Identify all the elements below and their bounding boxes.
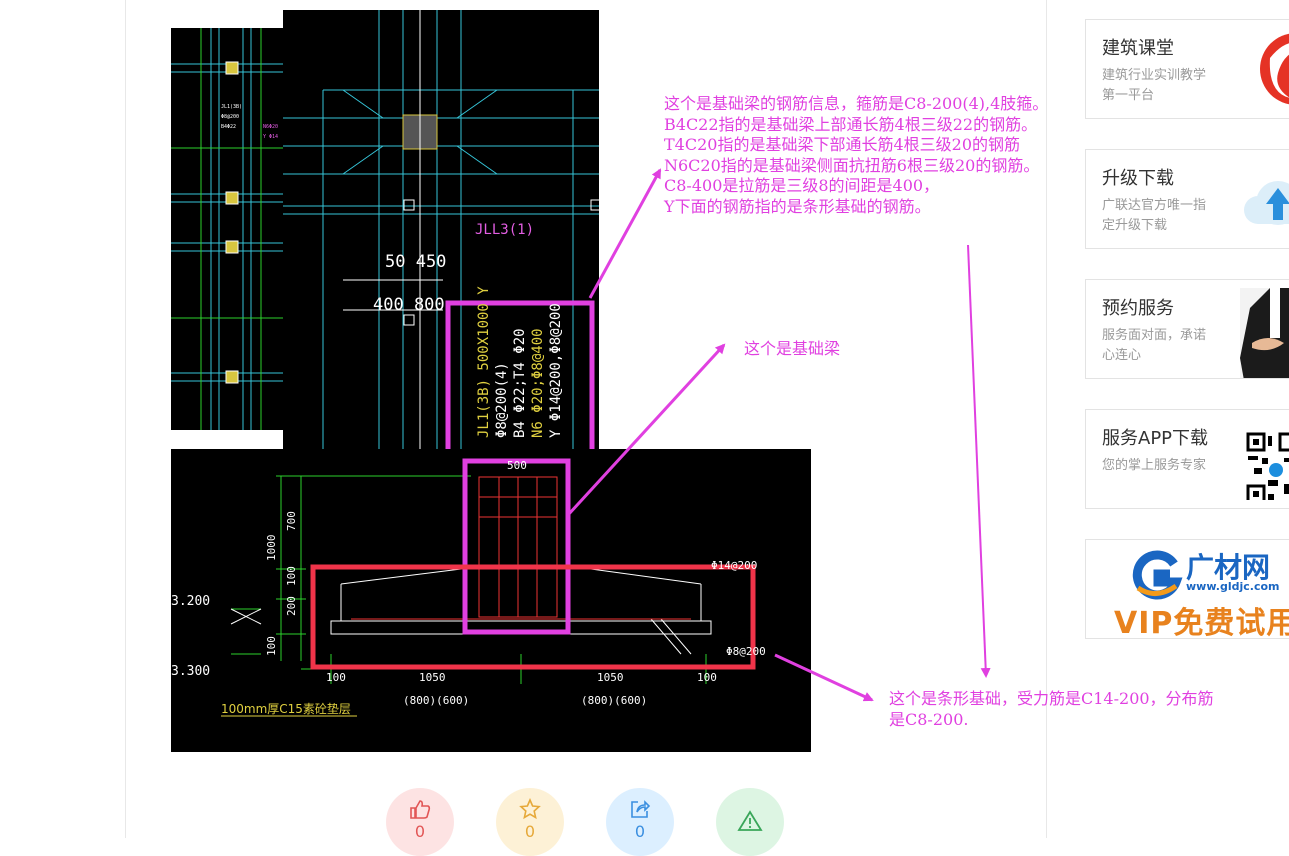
cad-section-drawing: 700 1000 100 200 100 500 3.200 3.300 Φ14…	[171, 458, 766, 717]
annotation-rebar-info: 这个是基础梁的钢筋信息，箍筋是C8-200(4),4肢箍。 B4C22指的是基础…	[664, 94, 1048, 217]
banner-slogan: VIP免费试用	[1114, 606, 1289, 639]
annotation-strip-footing: 这个是条形基础，受力筋是C14-200，分布筋 是C8-200.	[889, 689, 1214, 730]
card-desc: 服务面对面，承诺心连心	[1102, 328, 1207, 363]
share-icon	[631, 800, 651, 818]
cad-label-line-2: Φ8@200(4)	[494, 362, 510, 438]
card-title: 预约服务	[1102, 298, 1174, 319]
cad-plan-main-drawing: JLL3(1) 50 450 400 800 JL1(3B) 500X1000 …	[283, 10, 599, 450]
svg-text:Φ8@200: Φ8@200	[221, 114, 239, 120]
sidebar-card-appointment[interactable]: 预约服务 服务面对面，承诺心连心	[1085, 279, 1289, 379]
cad-section: 700 1000 100 200 100 500 3.200 3.300 Φ14…	[171, 449, 811, 752]
cad-elev-top: 3.200	[171, 594, 210, 609]
svg-text:JL1(3B): JL1(3B)	[221, 104, 242, 110]
like-button[interactable]: 0	[386, 788, 454, 856]
sidebar-card-upgrade[interactable]: 升级下载 广联达官方唯一指定升级下载	[1085, 149, 1289, 249]
cad-beam-code: JLL3(1)	[475, 222, 534, 238]
content-right-border	[1046, 0, 1047, 838]
qr-code-icon	[1246, 432, 1289, 500]
cad-dim-100-b: 100	[265, 636, 278, 656]
svg-text:B4Φ22: B4Φ22	[221, 124, 236, 130]
cad-dim-200: 200	[285, 596, 298, 616]
gldjc-logo-icon	[1132, 550, 1183, 600]
cad-rebar-top: Φ14@200	[711, 559, 757, 572]
annotation-line-5: C8-400是拉筋是三级8的间距是400，	[664, 176, 940, 195]
thumbs-up-icon	[410, 800, 431, 819]
cad-dim-500: 500	[507, 459, 527, 472]
annotation-line-1: 这个是基础梁的钢筋信息，箍筋是C8-200(4),4肢箍。	[664, 94, 1049, 113]
card-desc: 您的掌上服务专家	[1102, 458, 1207, 473]
cad-elev-bot: 3.300	[171, 664, 210, 679]
card-title: 建筑课堂	[1102, 38, 1174, 59]
cad-dim-sub-2: (800)(600)	[581, 694, 647, 707]
card-title: 升级下载	[1102, 168, 1174, 189]
favorite-button[interactable]: 0	[496, 788, 564, 856]
warning-icon	[737, 810, 763, 831]
annotation-line-4: N6C20指的是基础梁侧面抗扭筋6根三级20的钢筋。	[664, 155, 1040, 175]
cad-label-line-1: JL1(3B) 500X1000 Y	[476, 286, 492, 438]
annotation-strip-line-1: 这个是条形基础，受力筋是C14-200，分布筋	[889, 689, 1214, 708]
cad-dim-bottom-4: 100	[697, 671, 717, 684]
card-desc: 建筑行业实训教学第一平台	[1102, 68, 1207, 103]
content-left-border	[125, 0, 126, 838]
card-desc: 广联达官方唯一指定升级下载	[1102, 198, 1207, 233]
cad-dim-400-800: 400 800	[373, 295, 445, 315]
share-button[interactable]: 0	[606, 788, 674, 856]
cad-rebar-bot: Φ8@200	[726, 645, 766, 658]
cad-dim-50-450: 50 450	[385, 252, 446, 272]
like-count: 0	[414, 822, 426, 841]
cad-dim-bottom-2: 1050	[419, 671, 446, 684]
cad-dim-bottom-3: 1050	[597, 671, 624, 684]
report-button[interactable]	[716, 788, 784, 856]
handshake-icon	[1240, 288, 1289, 378]
cad-dim-bottom-1: 100	[326, 671, 346, 684]
annotation-line-6: Y下面的钢筋指的是条形基础的钢筋。	[664, 196, 931, 216]
cad-label-line-4: N6 Φ20;Φ8@400	[530, 328, 546, 438]
card-title: 服务APP下载	[1102, 428, 1209, 449]
annotation-line-2: B4C22指的是基础梁上部通长筋4根三级22的钢筋。	[664, 114, 1038, 134]
cad-plan-main: JLL3(1) 50 450 400 800 JL1(3B) 500X1000 …	[283, 10, 599, 450]
logo-swirl-icon	[1260, 33, 1289, 105]
arrow-to-rebar-info	[588, 168, 662, 299]
beam-highlight-box	[462, 458, 571, 635]
strip-footing-highlight-box	[310, 564, 756, 670]
cad-dim-100: 100	[285, 566, 298, 586]
svg-text:Y Φ14: Y Φ14	[263, 134, 278, 140]
sidebar-card-app-download[interactable]: 服务APP下载 您的掌上服务专家	[1085, 409, 1289, 509]
cad-label-line-3: B4 Φ22;T4 Φ20	[512, 328, 528, 438]
annotation-line-3: T4C20指的是基础梁下部通长筋4根三级20的钢筋	[664, 135, 1020, 154]
cad-base-note: 100mm厚C15素砼垫层	[221, 701, 351, 716]
sidebar-banner-gldjc[interactable]: 广材网 www.gldjc.com VIP免费试用	[1085, 539, 1289, 639]
arrow-down-to-strip-text	[967, 244, 991, 678]
cad-dim-700: 700	[285, 511, 298, 531]
cad-dim-sub-1: (800)(600)	[403, 694, 469, 707]
banner-url: www.gldjc.com	[1186, 580, 1280, 593]
sidebar-card-classroom[interactable]: 建筑课堂 建筑行业实训教学第一平台	[1085, 19, 1289, 119]
cad-label-line-5: Y Φ14@200,Φ8@200	[548, 303, 564, 438]
annotation-beam-label: 这个是基础梁	[744, 339, 841, 358]
svg-text:N6Φ20: N6Φ20	[263, 124, 278, 130]
star-icon	[519, 798, 541, 820]
annotation-strip-line-2: 是C8-200.	[889, 709, 969, 729]
banner-brand: 广材网	[1186, 551, 1271, 584]
cad-dim-1000: 1000	[265, 535, 278, 562]
favorite-count: 0	[524, 822, 536, 841]
cloud-upload-icon	[1244, 181, 1289, 225]
share-count: 0	[634, 822, 646, 841]
